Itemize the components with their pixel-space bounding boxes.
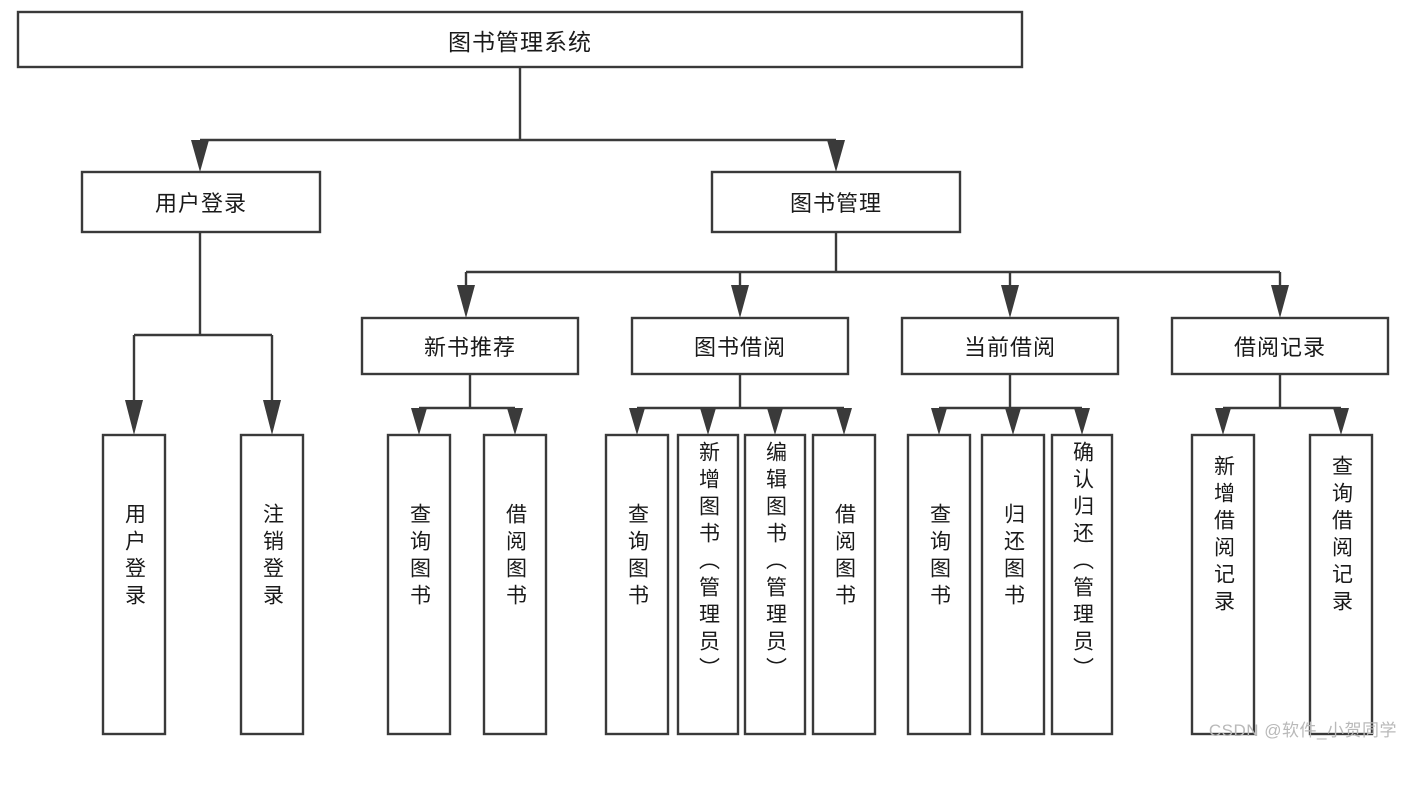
node-box-bb-edit-book[interactable] — [743, 433, 807, 736]
node-box-nbr-borrow-book[interactable] — [482, 433, 548, 736]
arrow-head-cb-query-book — [931, 408, 947, 435]
node-box-current-borrow[interactable] — [900, 316, 1120, 376]
node-box-book-manage[interactable] — [710, 170, 962, 234]
node-box-cb-query-book[interactable] — [906, 433, 972, 736]
arrow-head-book-borrow — [731, 285, 749, 318]
arrow-head-br-add-record — [1215, 408, 1231, 435]
node-box-bb-query-book[interactable] — [604, 433, 670, 736]
arrow-head-current-borrow — [1001, 285, 1019, 318]
arrow-head-borrow-record — [1271, 285, 1289, 318]
arrow-head-bb-borrow-book — [836, 408, 852, 435]
arrow-head-br-query-record — [1333, 408, 1349, 435]
arrow-head-book-manage — [827, 140, 845, 172]
node-box-borrow-record[interactable] — [1170, 316, 1390, 376]
arrow-head-cb-confirm-return — [1074, 408, 1090, 435]
node-box-new-book-recommend[interactable] — [360, 316, 580, 376]
node-box-nbr-query-book[interactable] — [386, 433, 452, 736]
arrow-head-bb-add-book — [700, 408, 716, 435]
connectors-book-manage-to-level3 — [457, 232, 1289, 318]
connectors-user-login-to-leaves — [125, 232, 281, 435]
arrow-head-cb-return-book — [1005, 408, 1021, 435]
node-box-br-add-record[interactable] — [1190, 433, 1256, 736]
connectors-new-book-recommend-to-leaves — [411, 374, 523, 435]
arrow-head-logout-do — [263, 400, 281, 435]
node-box-book-borrow[interactable] — [630, 316, 850, 376]
arrow-head-user-login — [191, 140, 209, 172]
arrow-head-nbr-borrow-book — [507, 408, 523, 435]
node-box-login-do[interactable] — [101, 433, 167, 736]
hierarchy-tree-svg — [16, 10, 1390, 736]
node-box-logout-do[interactable] — [239, 433, 305, 736]
connectors-book-borrow-to-leaves — [629, 374, 852, 435]
arrow-head-new-book-recommend — [457, 285, 475, 318]
arrow-head-nbr-query-book — [411, 408, 427, 435]
arrow-head-bb-edit-book — [767, 408, 783, 435]
connectors-root-to-level2 — [191, 67, 845, 172]
node-box-root[interactable] — [16, 10, 1024, 69]
node-box-bb-add-book[interactable] — [676, 433, 740, 736]
node-box-cb-return-book[interactable] — [980, 433, 1046, 736]
connectors-borrow-record-to-leaves — [1215, 374, 1349, 435]
arrow-head-bb-query-book — [629, 408, 645, 435]
diagram-canvas: 图书管理系统 用户登录 图书管理 新书推荐 图书借阅 当前借阅 借阅记录 用户登… — [16, 10, 1397, 740]
node-box-cb-confirm-return[interactable] — [1050, 433, 1114, 736]
arrow-head-login-do — [125, 400, 143, 435]
connectors-current-borrow-to-leaves — [931, 374, 1090, 435]
node-box-bb-borrow-book[interactable] — [811, 433, 877, 736]
node-box-user-login[interactable] — [80, 170, 322, 234]
node-box-br-query-record[interactable] — [1308, 433, 1374, 736]
